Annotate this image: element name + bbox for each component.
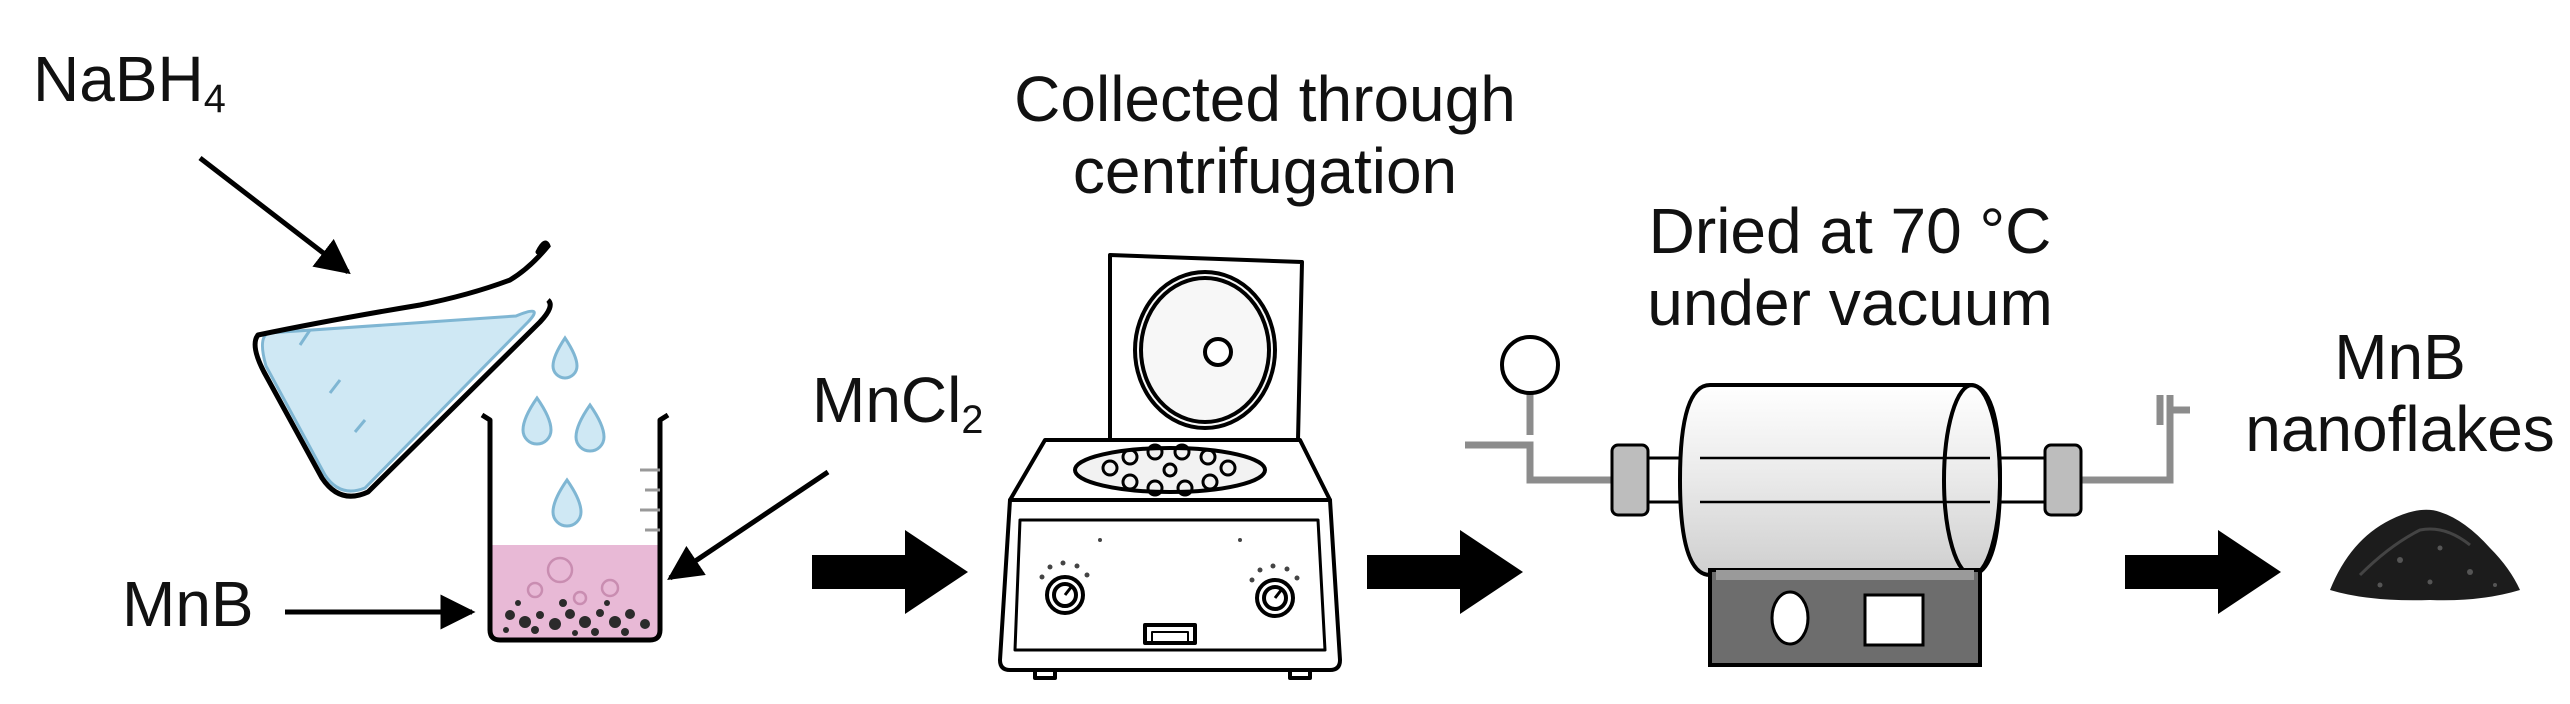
drying-caption-line1: Dried at 70 °C [1648, 195, 2052, 267]
process-arrow-3 [2125, 530, 2281, 614]
process-arrow-2 [1367, 530, 1523, 614]
droplets [521, 335, 606, 528]
drying-caption: Dried at 70 °C under vacuum [1570, 195, 2130, 339]
centrifugation-caption-line1: Collected through [1014, 63, 1516, 135]
tube-furnace-icon [1465, 335, 2190, 667]
centrifugation-caption: Collected through centrifugation [905, 63, 1625, 207]
process-arrow-1 [812, 530, 968, 614]
product-caption-line2: nanoflakes [2245, 392, 2555, 465]
vacuum-gauge-icon [1500, 335, 1560, 435]
mncl2-label: MnCl2 [812, 364, 984, 443]
pouring-flask-icon [252, 240, 553, 499]
product-caption: MnB nanoflakes [2235, 321, 2565, 465]
powder-pile-icon [2330, 509, 2520, 601]
nabh4-pointer-arrow [198, 156, 351, 275]
product-caption-line1: MnB [2334, 321, 2466, 393]
mncl2-pointer-arrow [667, 469, 830, 581]
centrifugation-caption-line2: centrifugation [1072, 134, 1458, 207]
particles [503, 599, 650, 636]
nabh4-label: NaBH4 [33, 43, 226, 122]
drying-caption-line2: under vacuum [1647, 266, 2053, 339]
mnb-input-label: MnB [122, 568, 254, 640]
beaker-icon [480, 412, 670, 643]
centrifuge-icon [998, 253, 1342, 680]
